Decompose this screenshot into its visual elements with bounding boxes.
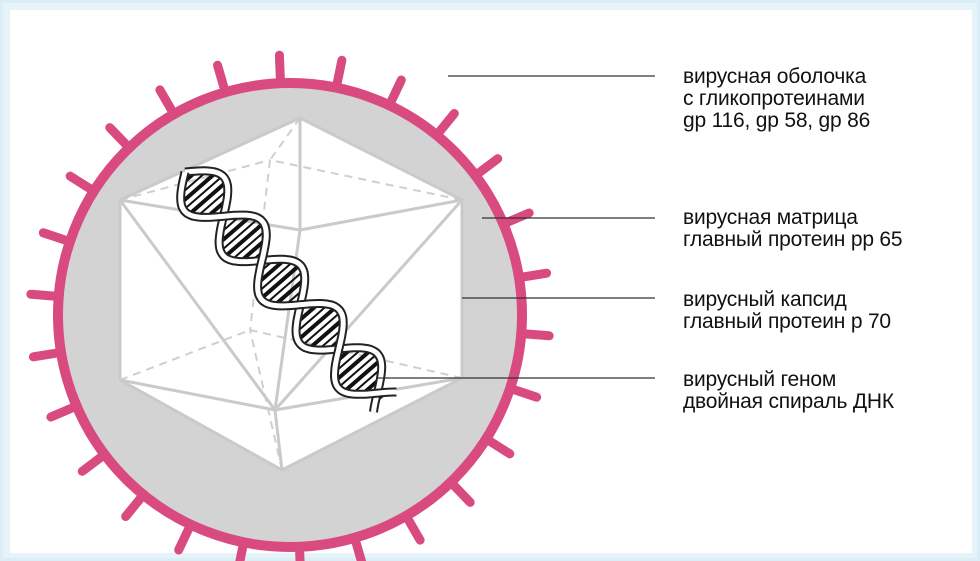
label-envelope-line3: gp 116, gp 58, gp 86: [683, 110, 870, 132]
label-capsid-line1: вирусный капсид: [683, 289, 891, 311]
label-envelope: вирусная оболочка с гликопротеинами gp 1…: [683, 66, 870, 132]
label-genome: вирусный геном двойная спираль ДНК: [683, 369, 894, 413]
label-matrix: вирусная матрица главный протеин pp 65: [683, 207, 902, 251]
label-envelope-line2: с гликопротеинами: [683, 88, 870, 110]
label-genome-line2: двойная спираль ДНК: [683, 391, 894, 413]
label-genome-line1: вирусный геном: [683, 369, 894, 391]
label-matrix-line2: главный протеин pp 65: [683, 229, 902, 251]
label-capsid-line2: главный протеин p 70: [683, 311, 891, 333]
label-matrix-line1: вирусная матрица: [683, 207, 902, 229]
label-envelope-line1: вирусная оболочка: [683, 66, 870, 88]
label-capsid: вирусный капсид главный протеин p 70: [683, 289, 891, 333]
